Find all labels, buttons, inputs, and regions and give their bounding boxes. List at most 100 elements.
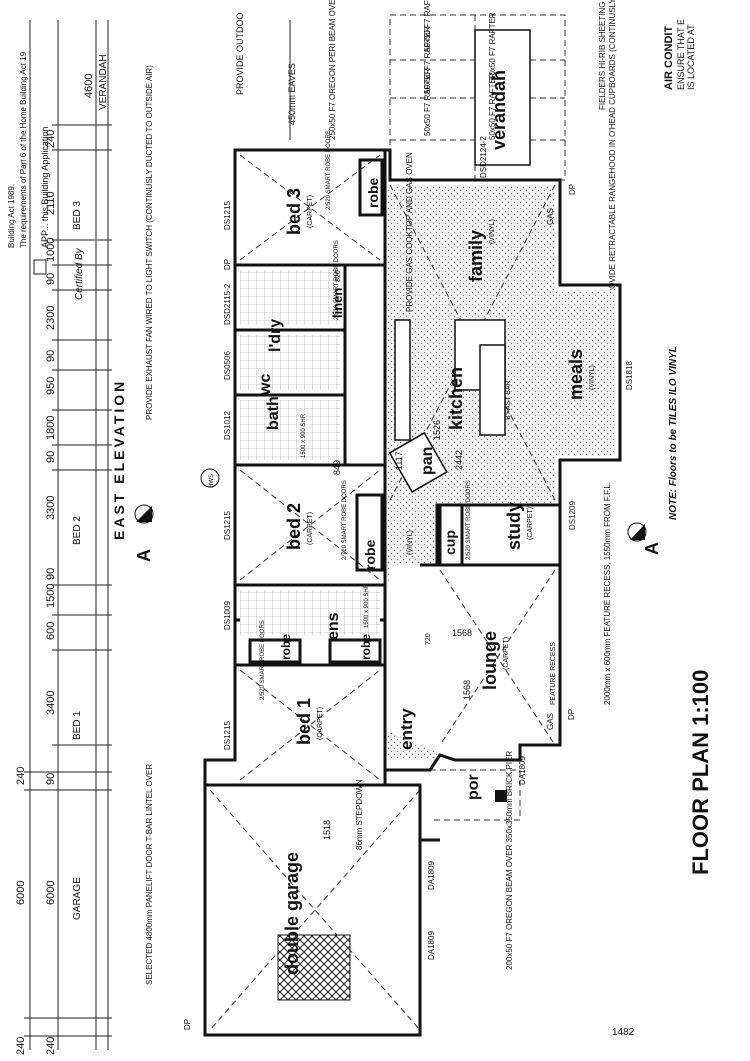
room-bath: bath — [265, 396, 282, 430]
svg-text:DP: DP — [567, 709, 576, 720]
svg-text:DS1209: DS1209 — [568, 501, 577, 530]
svg-text:SELECTED 4800mm PANELIFT DOOR: SELECTED 4800mm PANELIFT DOOR T-BAR LINT… — [145, 764, 154, 985]
house-walls — [203, 148, 622, 787]
cup-box — [435, 503, 464, 567]
floors-note: NOTE: Floors to be TILES ILO VINYL — [668, 346, 679, 520]
room-robe-bed1-b: robe — [359, 634, 373, 660]
svg-text:DS1215: DS1215 — [223, 721, 232, 750]
svg-text:IS LOCATED AT: IS LOCATED AT — [686, 24, 696, 90]
svg-text:2/520 SMART ROBE DOORS: 2/520 SMART ROBE DOORS — [466, 480, 472, 560]
room-family: family — [466, 230, 486, 282]
room-bed1-floor: (CARPET) — [317, 707, 324, 740]
robe-bed1-a-box — [248, 638, 302, 664]
window-dsd2124: DSD2124-2 — [479, 136, 488, 178]
dim-run-7: 3300 — [45, 496, 57, 520]
dim-run-9: 1800 — [45, 416, 57, 440]
robe-bed3-box — [358, 158, 384, 217]
dim-outer-4600: 4600 — [83, 74, 95, 98]
robe-bed2-box — [355, 493, 384, 572]
svg-text:1568: 1568 — [462, 680, 472, 700]
room-cup: cup — [442, 530, 458, 555]
air-cond-note: AIR CONDIT ENSURE THAT E IS LOCATED AT — [663, 19, 696, 90]
room-robe-bed2: robe — [362, 539, 378, 570]
room-bed3: bed 3 — [284, 188, 304, 235]
dim-label-verandah: VERANDAH — [98, 54, 109, 110]
room-meals-floor: (VINYL) — [589, 365, 596, 390]
room-garage: double garage — [282, 852, 302, 975]
dim-run-13: 90 — [45, 273, 57, 285]
dim-run-16: 240 — [45, 130, 57, 148]
dim-run-1: 6000 — [45, 881, 57, 905]
svg-text:DS1215: DS1215 — [223, 201, 232, 230]
kitchen-fitout: B'FAST BAR — [388, 319, 512, 493]
svg-text:849: 849 — [332, 460, 342, 475]
svg-text:1568: 1568 — [452, 628, 472, 638]
room-lounge-floor: (CARPET) — [503, 637, 510, 670]
certification-block: Building Act 1989. The requirements of P… — [7, 51, 85, 300]
svg-text:2442: 2442 — [454, 450, 464, 470]
dim-label-bed2: BED 2 — [72, 516, 83, 545]
room-entry: entry — [397, 708, 416, 750]
note-fielders: FIELDERS HI-RIB SHEETING @1° P — [598, 0, 607, 110]
note-oregon-beam: 250x50 F7 OREGON PERI BEAM OVER 90x90mm … — [328, 0, 337, 140]
room-pan: pan — [419, 447, 436, 475]
svg-text:DP: DP — [568, 184, 577, 195]
cert-line-4: Certified By — [74, 247, 85, 300]
svg-text:DP: DP — [223, 259, 232, 270]
room-bed3-floor: (CARPET) — [307, 195, 314, 228]
svg-text:720: 720 — [425, 633, 432, 645]
svg-text:DA1809: DA1809 — [427, 931, 436, 960]
svg-text:1117: 1117 — [394, 451, 404, 470]
room-labels: bed 3 (CARPET) robe linen l'dry wc bath … — [257, 177, 596, 975]
cert-checkbox — [33, 259, 47, 275]
cert-line-1: Building Act 1989. — [7, 184, 16, 248]
verandah-area: verandah 50x50 F7 RAFTER 50x50 F7 RAFTER… — [389, 0, 566, 181]
svg-text:DSD2115-2: DSD2115-2 — [223, 283, 232, 325]
room-ldry: l'dry — [267, 319, 284, 352]
room-bed2-floor: (CARPET) — [307, 512, 314, 545]
svg-text:AIR CONDIT: AIR CONDIT — [663, 26, 675, 90]
window-codes: DS1215 DSD2115-2 DS0506 DS1012 DS1215 DS… — [183, 184, 634, 1030]
section-marker-left: A — [134, 504, 154, 562]
svg-text:DS1009: DS1009 — [223, 601, 232, 630]
rafter-note-1: 50x50 F7 RAFTER — [423, 0, 432, 52]
dim-run-10: 950 — [45, 377, 57, 395]
section-marker-left-label: A — [134, 549, 154, 562]
room-wc: wc — [257, 374, 274, 396]
room-study: study — [504, 502, 524, 550]
room-bed1: bed 1 — [294, 698, 314, 745]
svg-text:DS1012: DS1012 — [223, 411, 232, 440]
room-study-floor: (CARPET) — [527, 507, 534, 540]
svg-text:NOTE: Floors to be TILES ILO V: NOTE: Floors to be TILES ILO VINYL — [668, 346, 679, 520]
svg-text:DS1818: DS1818 — [625, 361, 634, 390]
cert-line-3: APP... this Building Application — [40, 127, 50, 248]
rafter-note-2: 50x50 F7 RAFTER — [423, 26, 432, 94]
svg-text:200x50 F7 OREGON BEAM OVER 350: 200x50 F7 OREGON BEAM OVER 350x350mm BRI… — [505, 751, 514, 970]
rafter-note-3: 50x50 F7 RAFTER — [423, 68, 432, 136]
note-rangehood: PROVIDE RETRACTABLE RANGEHOOD IN O'HEAD … — [608, 0, 617, 300]
garage-area — [203, 783, 440, 1037]
dim-run-15: 2110 — [45, 191, 57, 215]
dim-run-0: 240 — [45, 1037, 57, 1055]
room-verandah: verandah — [489, 70, 509, 150]
note-eaves: 450mm EAVES — [287, 63, 297, 125]
svg-text:DS0506: DS0506 — [223, 351, 232, 380]
room-robe-bed1-a: robe — [279, 634, 293, 660]
svg-text:FEATURE RECESS: FEATURE RECESS — [550, 642, 557, 705]
svg-text:2/520 SMART ROBE DOORS: 2/520 SMART ROBE DOORS — [326, 130, 332, 210]
dim-outer-240: 240 — [15, 1037, 27, 1055]
cert-line-2: The requirements of Part 6 of the Home B… — [19, 51, 28, 248]
dim-run-11: 90 — [45, 350, 57, 362]
dim-run-4: 600 — [45, 622, 57, 640]
dim-run-14: 1000 — [45, 238, 57, 262]
svg-text:1482: 1482 — [612, 1027, 635, 1038]
svg-text:DP: DP — [183, 1019, 192, 1030]
svg-text:820: 820 — [335, 270, 342, 282]
section-marker-right: A — [627, 522, 662, 555]
dim-run-12: 2300 — [45, 306, 57, 330]
east-elevation-label: EAST ELEVATION — [111, 379, 127, 540]
room-diagonals — [209, 154, 556, 1031]
dim-run-8: 90 — [45, 451, 57, 463]
porch-area — [430, 769, 521, 821]
dim-label-bed1: BED 1 — [72, 711, 83, 740]
